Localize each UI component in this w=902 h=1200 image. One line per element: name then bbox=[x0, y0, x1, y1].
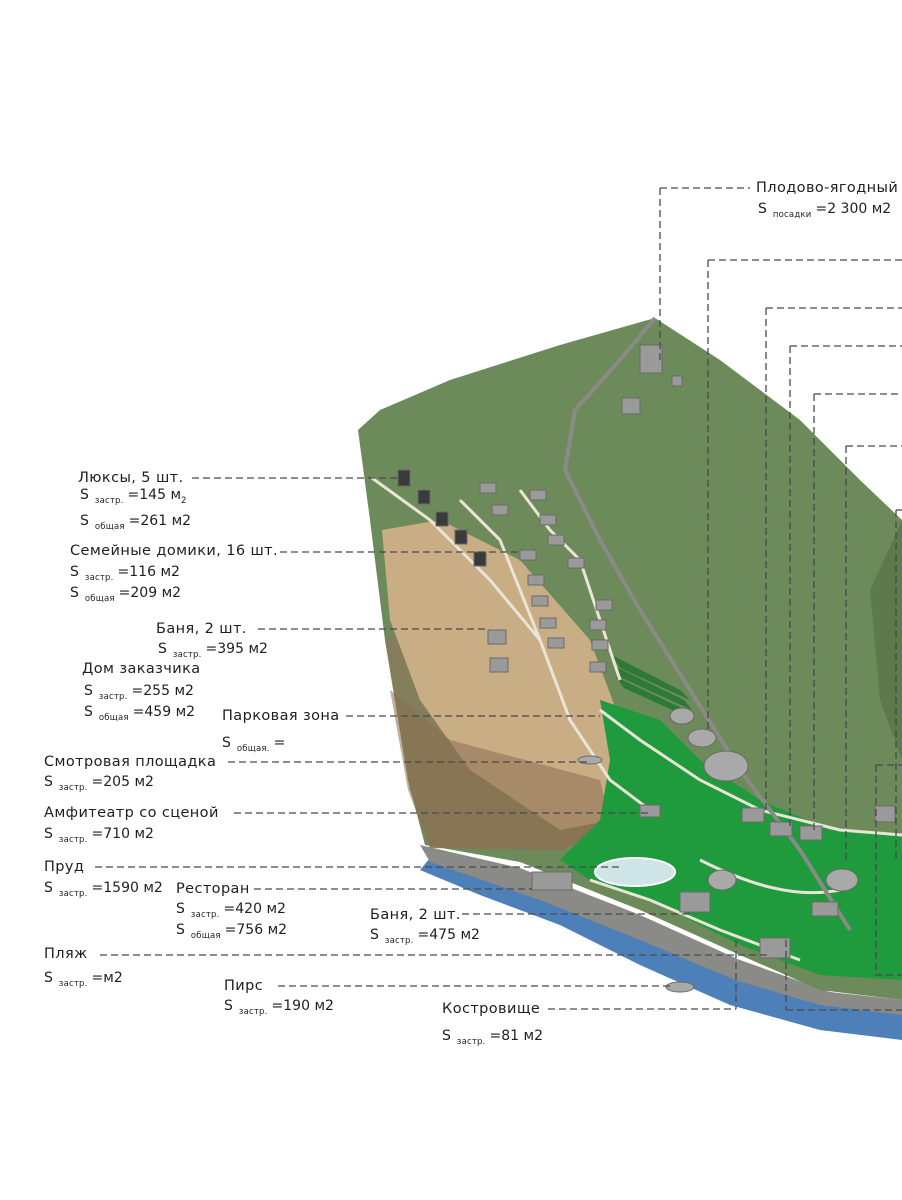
area-value: =2 300 м2 bbox=[815, 201, 892, 217]
area-symbol: S bbox=[442, 1028, 451, 1044]
area-value: =255 м2 bbox=[131, 683, 194, 699]
area-symbol: S bbox=[222, 735, 231, 751]
area-subscript: застр. bbox=[384, 936, 414, 946]
area-value: =475 м2 bbox=[417, 927, 480, 943]
area-subscript: общая bbox=[190, 931, 221, 941]
area-symbol: S bbox=[44, 880, 53, 896]
pond bbox=[594, 857, 676, 887]
area-value: =145 м bbox=[127, 487, 182, 503]
area-value: =420 м2 bbox=[223, 901, 286, 917]
label-pond-title: Пруд bbox=[44, 859, 85, 875]
area-value: =м2 bbox=[91, 970, 123, 986]
label-viewpoint-title: Смотровая площадка bbox=[44, 754, 217, 770]
area-symbol: S bbox=[80, 487, 89, 503]
area-symbol: S bbox=[70, 585, 79, 601]
area-value: =116 м2 bbox=[117, 564, 180, 580]
round-structures bbox=[577, 707, 859, 993]
area-subscript: застр. bbox=[58, 979, 88, 989]
area-symbol: S bbox=[70, 564, 79, 580]
area-subscript: застр. bbox=[456, 1037, 486, 1047]
area-symbol: S bbox=[224, 998, 233, 1014]
area-value: =756 м2 bbox=[224, 922, 288, 938]
label-restaurant-title: Ресторан bbox=[176, 881, 250, 897]
area-value: =395 м2 bbox=[205, 641, 268, 657]
area-symbol: S bbox=[176, 901, 185, 917]
area-symbol: S bbox=[80, 513, 89, 529]
area-value: =209 м2 bbox=[118, 585, 182, 601]
area-symbol: S bbox=[44, 774, 53, 790]
unit-subscript: 2 bbox=[181, 496, 187, 506]
area-subscript: общая. bbox=[236, 744, 270, 754]
label-bath-1-title: Баня, 2 шт. bbox=[156, 621, 247, 637]
river bbox=[420, 858, 902, 1040]
area-subscript: застр. bbox=[94, 496, 124, 506]
plateau bbox=[870, 520, 902, 760]
label-fruit-orchard-title: Плодово-ягодный bbox=[756, 180, 899, 196]
label-beach-title: Пляж bbox=[44, 946, 88, 962]
area-subscript: посадки bbox=[772, 210, 812, 220]
area-subscript: застр. bbox=[190, 910, 220, 920]
area-value: =459 м2 bbox=[132, 704, 196, 720]
area-value: =190 м2 bbox=[271, 998, 334, 1014]
label-family-houses-title: Семейные домики, 16 шт. bbox=[70, 543, 279, 559]
area-subscript: общая bbox=[84, 594, 115, 604]
area-subscript: застр. bbox=[58, 783, 88, 793]
area-value: =710 м2 bbox=[91, 826, 154, 842]
area-value: =1590 м2 bbox=[91, 880, 163, 896]
area-value: = bbox=[273, 735, 286, 751]
area-subscript: общая bbox=[98, 713, 129, 723]
buildings bbox=[397, 344, 896, 959]
area-symbol: S bbox=[370, 927, 379, 943]
leader-lines bbox=[95, 187, 902, 1011]
access-road bbox=[562, 316, 852, 932]
sand-area bbox=[382, 520, 620, 830]
paths bbox=[371, 476, 902, 962]
area-symbol: S bbox=[44, 826, 53, 842]
label-park-title: Парковая зона bbox=[222, 708, 340, 724]
area-subscript: застр. bbox=[58, 889, 88, 899]
area-symbol: S bbox=[44, 970, 53, 986]
area-symbol: S bbox=[84, 683, 93, 699]
label-firepit-title: Костровище bbox=[442, 1001, 541, 1017]
area-symbol: S bbox=[84, 704, 93, 720]
shadow-wedge bbox=[390, 690, 612, 850]
area-subscript: застр. bbox=[98, 692, 128, 702]
area-subscript: застр. bbox=[238, 1007, 268, 1017]
label-amphitheatre-title: Амфитеатр со сценой bbox=[44, 805, 219, 821]
label-bath-2-title: Баня, 2 шт. bbox=[370, 907, 461, 923]
area-subscript: застр. bbox=[172, 650, 202, 660]
label-pier-title: Пирс bbox=[224, 978, 264, 994]
area-subscript: застр. bbox=[84, 573, 114, 583]
area-value: =261 м2 bbox=[128, 513, 192, 529]
area-symbol: S bbox=[176, 922, 185, 938]
area-value: =81 м2 bbox=[489, 1028, 544, 1044]
area-subscript: застр. bbox=[58, 835, 88, 845]
area-symbol: S bbox=[758, 201, 767, 217]
label-client-house-title: Дом заказчика bbox=[82, 661, 201, 677]
label-suites-title: Люксы, 5 шт. bbox=[78, 470, 184, 486]
area-symbol: S bbox=[158, 641, 167, 657]
area-value: =205 м2 bbox=[91, 774, 154, 790]
area-subscript: общая bbox=[94, 522, 125, 532]
